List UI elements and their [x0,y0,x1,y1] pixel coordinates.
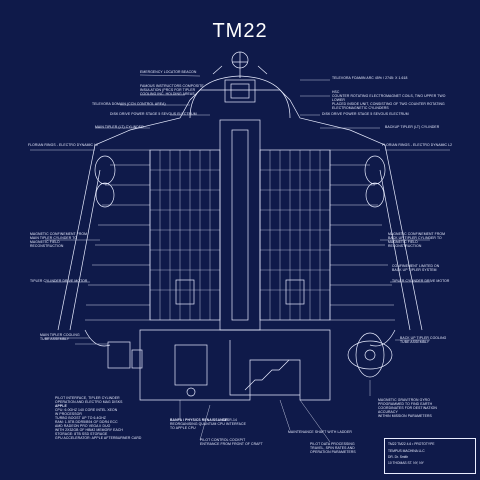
label-beacon: EMERGENCY LOCATOR BEACON [140,70,197,74]
backup-cylinder-rungs [260,169,330,291]
label-hsc: HSC COUNTER ROTATING ELECTROMAGNET COILS… [332,90,446,110]
label-confinement: CONFINEMENT LIMITED ON BACK UP TIPLER SY… [392,264,440,272]
gravitron-gyro-outer [347,340,393,370]
label-maintenance: MAINTENANCE SHAFT WITH LADDER [288,430,352,434]
beacon-struts [212,65,268,75]
label-drive-left: TIPLER CYLINDER DRIVE MOTOR [30,279,88,283]
main-cylinder-rungs [150,169,220,291]
hull-inner-lines [69,169,411,331]
central-shaft [219,119,261,331]
label-mag-right: MAGNETIC CONFINEMENT FROM BACK UP TIPLER… [388,232,446,248]
label-apple: APPLE [55,404,67,408]
pilot-seat [186,387,196,397]
label-insulation: FAMOUS INSTRUCTORS COMPOSITE INSULATION … [140,84,204,96]
label-mag-left: MAGNETIC CONFINEMENT FROM MAIN TIPLER CY… [30,232,88,248]
florian-ring-right-lower [365,182,385,208]
main-tipler-cylinder [149,149,221,321]
label-cooling-right: BACK UP TIPLER COOLING TUBE ASSEMBLY [400,336,447,344]
label-disk-left: DISK DRIVE POWER STAGE 5 SEVOUS ELECTRUM [110,112,197,116]
title-block-line-3: DR. Dr. Smith [388,455,409,459]
florian-ring-right-upper [364,155,386,185]
drive-motor-right [285,279,305,305]
label-pilot-interface-specs: CPU: 6.0GHZ 140 CORE INTEL XEON W PROCES… [55,408,142,440]
label-pilot-interface: PILOT INTERFACE, TIPLER CYLINDER OPERATI… [55,396,123,404]
label-drive-right: TIPLER CYLINDER DRIVE MOTOR [392,279,450,283]
label-banfa: BANFA / PHYSICS RENAISSANCE [170,418,228,422]
apple-cpu-rack [107,341,131,369]
florian-ring-left-upper [94,155,116,185]
beacon-mast [232,52,248,78]
label-banfa-body: GFSR-14 REORGANISING QUANTUM CPU INTERFA… [170,418,246,430]
label-cooling-left: MAIN TIPLER COOLING TUBE ASSEMBLY [40,333,80,341]
left-frame [85,149,151,321]
label-main-tipler: MAIN TIPLER (LT) CYLINDER [95,125,144,129]
label-cockpit: PILOT CONTROL COCKPIT ENTRANCE FROM FRON… [200,438,263,446]
outer-hull [57,89,423,331]
label-florian-left: FLORIAN RINGS - ELECTRO DYNAMIC L2 [28,143,99,147]
dome-chamber [224,79,256,103]
maintenance-ladder [244,359,290,391]
main-cylinder-ribs [159,150,211,320]
gravitron-gyro-inner [355,332,385,378]
label-foamin: TELEVORA FOAMIN ARC 45% / 2745: X 1.618 [332,76,408,80]
label-backup-tipler: BACKUP TIPLER (LT) CYLINDER [385,125,440,129]
title-block-line-2: TEMPUS MACHINA LLC [388,449,425,453]
page-title: TM22 [212,20,268,42]
leader-lines [30,74,450,443]
drive-motor-left [175,279,195,305]
top-dome [189,75,291,119]
central-core [231,129,249,321]
pilot-console [174,344,208,386]
backup-cylinder-ribs [269,150,321,320]
label-pilot-data: PILOT DATA PROCESSING TRAVEL, SPIN RATES… [310,442,356,454]
florian-ring-left-lower [95,182,115,208]
label-florian-right: FLORIAN RINGS - ELECTRO DYNAMIC L2 [382,143,453,147]
backup-tipler-cylinder [259,149,331,321]
maintenance-shaft [229,340,300,396]
dome-core [230,83,250,99]
cockpit-bay [139,329,331,401]
title-block: TM22 TM22 4.6 • PROTOTYPE TEMPUS MACHINA… [384,438,476,474]
apple-cpu-module [131,349,143,369]
cooling-tubes [84,329,396,347]
title-block-line-1: TM22 TM22 4.6 • PROTOTYPE [388,442,435,446]
gravitron-gyro-core [364,349,376,361]
label-domain: TELEVORA DOMAIN (CCN CONTROL AREA) [92,102,166,106]
label-gyro: MAGNETIC GRAVITRON GYRO PROGRAMMED TO FI… [378,398,437,418]
label-disk-right: DISK DRIVE POWER STAGE 5 SEVOUS ELECTRUM [322,112,409,116]
title-block-line-4: 10 THOMAS ST. NY, NY [388,461,424,465]
right-frame [329,149,395,321]
